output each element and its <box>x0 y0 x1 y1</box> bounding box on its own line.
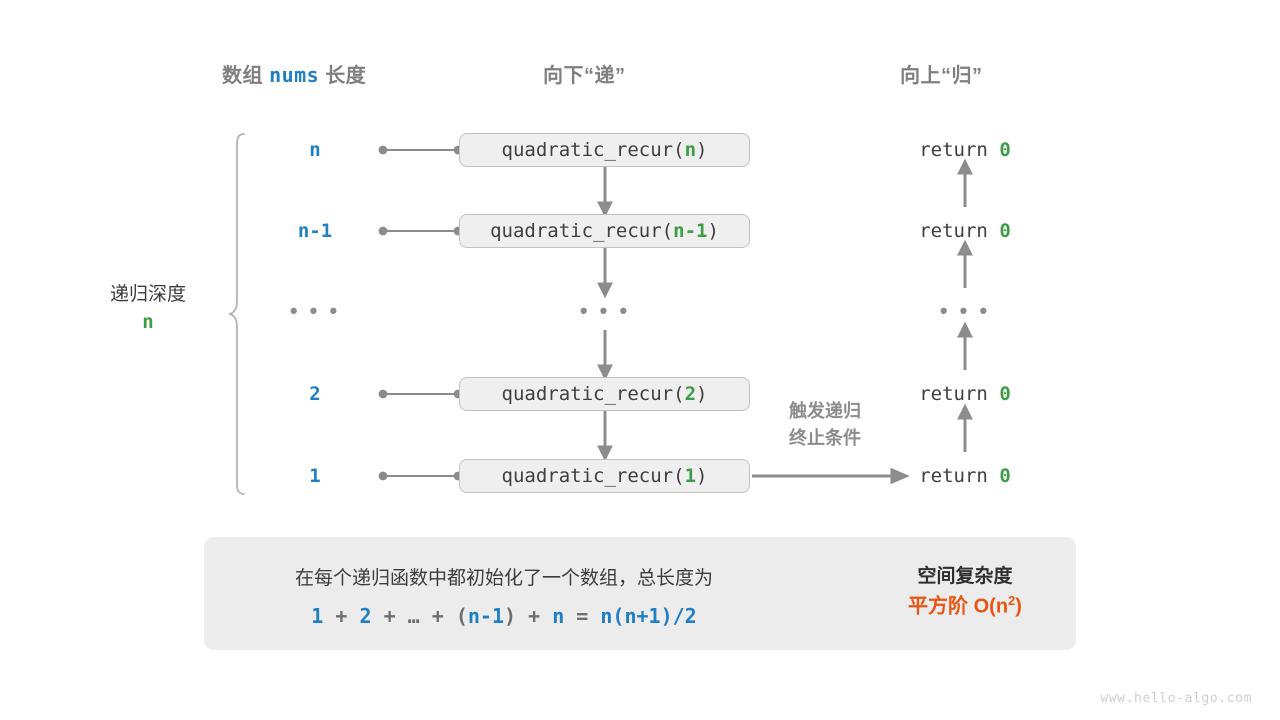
recursion-depth-caption: 递归深度 n <box>88 281 208 336</box>
call-box-row-3-name: quadratic_recur( <box>501 383 685 405</box>
trigger-note: 触发递归 终止条件 <box>750 398 900 452</box>
formula-op-4: + <box>528 604 541 628</box>
summary-conclusion-suffix: ) <box>1015 596 1022 619</box>
summary-line1: 在每个递归函数中都初始化了一个数组，总长度为 <box>294 568 713 589</box>
summary-conclusion-prefix: 平方阶 <box>908 596 974 619</box>
formula-paren-close: ) <box>504 604 517 628</box>
return-keyword-row-4: return <box>919 465 988 487</box>
summary-conclusion-title: 空间复杂度 <box>917 566 1013 587</box>
return-value-row-4: 0 <box>999 465 1011 487</box>
depth-label-row-3: 2 <box>309 383 321 405</box>
recursion-depth-value: n <box>142 310 154 333</box>
summary-conclusion-code: O(n <box>973 596 1009 619</box>
header-array-length-code: nums <box>269 63 320 87</box>
call-box-row-3-close: ) <box>696 383 708 405</box>
return-keyword-row-1: return <box>919 220 988 242</box>
formula-op-1: + <box>335 604 348 628</box>
return-label-row-1: return 0 <box>880 220 1050 242</box>
return-label-row-3: return 0 <box>880 383 1050 405</box>
recursion-depth-brace <box>227 133 245 495</box>
formula-term-4: n-1 <box>467 604 505 628</box>
watermark: www.hello-algo.com <box>1100 691 1252 706</box>
return-keyword-row-0: return <box>919 139 988 161</box>
depth-label-row-2: • • • <box>289 298 341 323</box>
call-box-row-2-ellipsis: • • • <box>579 298 631 323</box>
call-box-row-3[interactable]: quadratic_recur(2) <box>459 377 750 411</box>
return-value-row-0: 0 <box>999 139 1011 161</box>
depth-label-row-4: 1 <box>309 465 321 487</box>
call-box-row-4-name: quadratic_recur( <box>501 465 685 487</box>
formula-op-2: + <box>383 604 396 628</box>
summary-panel <box>204 537 1076 650</box>
header-ascend: 向上“归” <box>900 65 983 87</box>
return-label-row-0: return 0 <box>880 139 1050 161</box>
return-value-row-1: 0 <box>999 220 1011 242</box>
call-box-row-0-close: ) <box>696 139 708 161</box>
return-label-row-2-ellipsis: • • • <box>939 298 991 323</box>
header-array-length: 数组 nums 长度 <box>222 59 366 88</box>
summary-formula: 1 + 2 + … + (n-1) + n = n(n+1)/2 <box>224 604 784 628</box>
call-box-row-4-arg: 1 <box>684 465 697 487</box>
return-label-row-4: return 0 <box>880 465 1050 487</box>
return-keyword-row-3: return <box>919 383 988 405</box>
call-box-row-4[interactable]: quadratic_recur(1) <box>459 459 750 493</box>
formula-term-5: n <box>552 604 565 628</box>
trigger-note-line2: 终止条件 <box>789 428 861 448</box>
formula-term-2: 2 <box>359 604 372 628</box>
header-array-length-suffix: 长度 <box>319 65 367 87</box>
row-connectors <box>378 145 463 481</box>
call-box-row-1[interactable]: quadratic_recur(n-1) <box>459 214 750 248</box>
depth-label-row-1: n-1 <box>297 220 333 242</box>
trigger-note-line1: 触发递归 <box>789 401 861 421</box>
call-box-row-1-arg: n-1 <box>673 220 708 242</box>
summary-conclusion: 空间复杂度 平方阶 O(n2) <box>870 562 1060 623</box>
recursion-depth-label: 递归深度 <box>109 284 186 305</box>
call-box-row-1-name: quadratic_recur( <box>490 220 674 242</box>
formula-result: n(n+1)/2 <box>600 604 697 628</box>
header-descend: 向下“递” <box>543 65 626 87</box>
formula-term-3: … <box>407 604 420 628</box>
depth-label-row-0: n <box>309 139 321 161</box>
call-box-row-0-name: quadratic_recur( <box>501 139 685 161</box>
header-array-length-prefix: 数组 <box>222 65 270 87</box>
formula-paren-open: ( <box>455 604 468 628</box>
call-box-row-0-arg: n <box>684 139 697 161</box>
return-value-row-3: 0 <box>999 383 1011 405</box>
call-box-row-3-arg: 2 <box>684 383 697 405</box>
formula-term-1: 1 <box>311 604 324 628</box>
call-box-row-0[interactable]: quadratic_recur(n) <box>459 133 750 167</box>
call-box-row-4-close: ) <box>696 465 708 487</box>
formula-equals: = <box>576 604 589 628</box>
formula-op-3: + <box>431 604 444 628</box>
summary-conclusion-exponent: 2 <box>1008 593 1016 609</box>
summary-conclusion-value: 平方阶 O(n2) <box>870 591 1060 623</box>
call-box-row-1-close: ) <box>707 220 719 242</box>
